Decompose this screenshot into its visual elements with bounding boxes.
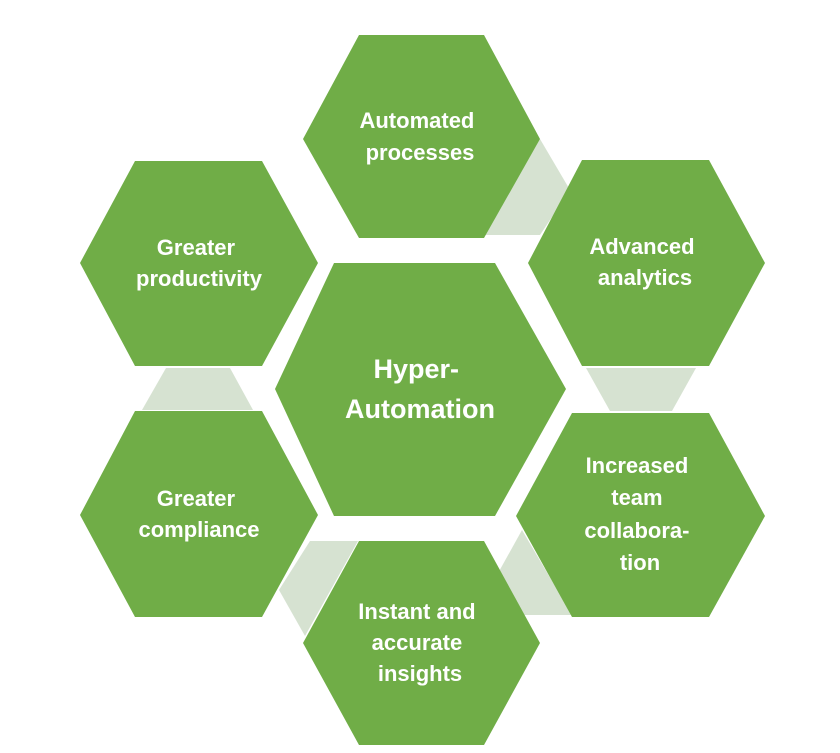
advanced-analytics-hexagon	[528, 160, 765, 366]
label-line: accurate	[372, 630, 463, 655]
center-label-line: Hyper-	[373, 354, 459, 384]
label-line: tion	[620, 550, 660, 575]
increased-team-collaboration-label: Increased team collabora- tion	[584, 453, 695, 575]
greater-compliance-hexagon	[80, 411, 318, 617]
connector-analytics-collaboration	[586, 368, 696, 411]
label-line: Advanced	[589, 234, 694, 259]
greater-productivity-hexagon	[80, 161, 318, 366]
center-label: Hyper- Automation	[345, 354, 495, 424]
label-line: analytics	[598, 265, 692, 290]
connector-compliance-productivity	[142, 368, 253, 410]
label-line: Instant and	[358, 599, 475, 624]
instant-accurate-insights-label: Instant and accurate insights	[358, 599, 481, 686]
label-line: compliance	[138, 517, 259, 542]
greater-compliance-label: Greater compliance	[138, 486, 259, 542]
connector-processes-analytics	[484, 139, 570, 235]
increased-team-collaboration-hexagon	[516, 413, 765, 617]
label-line: Greater	[157, 235, 236, 260]
label-line: productivity	[136, 266, 263, 291]
instant-accurate-insights-hexagon	[303, 541, 540, 745]
automated-processes-label: Automated processes	[359, 108, 480, 165]
label-line: team	[611, 485, 662, 510]
connector-insights-compliance	[279, 541, 358, 636]
label-line: processes	[366, 140, 475, 165]
center-hexagon	[275, 263, 566, 516]
label-line: Greater	[157, 486, 236, 511]
label-line: insights	[378, 661, 462, 686]
greater-productivity-label: Greater productivity	[136, 235, 263, 291]
connector-collaboration-insights	[497, 530, 572, 615]
label-line: Increased	[586, 453, 689, 478]
center-label-line: Automation	[345, 394, 495, 424]
automated-processes-hexagon	[303, 35, 540, 238]
label-line: Automated	[359, 108, 474, 133]
advanced-analytics-label: Advanced analytics	[589, 234, 700, 290]
label-line: collabora-	[584, 518, 689, 543]
